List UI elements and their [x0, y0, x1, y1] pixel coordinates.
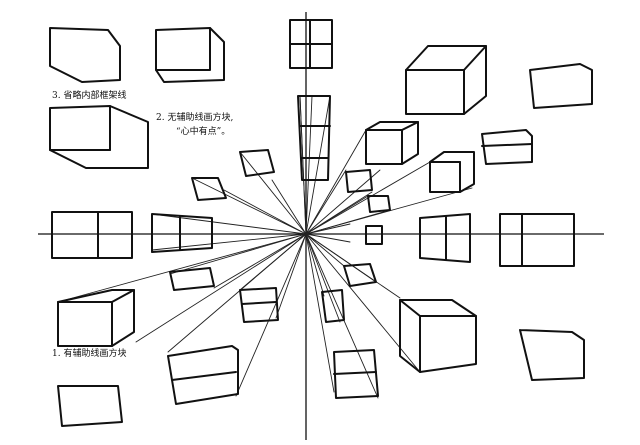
box-center-upper-left	[239, 149, 275, 177]
label-no-guides: 2. 无辅助线画方块,	[156, 113, 234, 123]
box-center-lower-small	[239, 287, 279, 323]
box-far-right-bottom	[519, 329, 585, 381]
box-right-diagonal	[429, 151, 475, 193]
box-far-right-horizon	[499, 213, 575, 267]
box-lower-right-large	[399, 299, 477, 373]
vanishing-guide-lines	[57, 95, 473, 399]
box-center-right-small	[345, 169, 391, 213]
box-lower-center-left	[169, 267, 215, 291]
label-no-guides-quote: “心中有点”。	[176, 127, 231, 137]
label-omit-frame: 3. 省略内部框架线	[52, 91, 127, 101]
box-center-left-small	[191, 177, 227, 201]
box-omit-frame-1	[49, 27, 121, 83]
box-top-center-guided	[297, 95, 331, 181]
box-omit-frame-3	[49, 105, 149, 169]
box-bottom-left	[57, 385, 123, 427]
box-left-horizon	[51, 211, 133, 259]
box-left-horizon-guided	[151, 213, 213, 253]
box-omit-frame-2	[155, 27, 225, 83]
box-right-horizon-near	[365, 225, 383, 245]
box-upper-right-guided	[365, 121, 419, 165]
box-right-mid-small	[481, 129, 533, 165]
box-top-center	[289, 19, 333, 69]
box-upper-right-large	[405, 45, 487, 115]
box-right-horizon-guided	[419, 213, 471, 263]
label-with-guides: 1. 有辅助线画方块	[52, 349, 127, 359]
box-lower-center-column	[321, 289, 379, 399]
box-lower-left-guided	[57, 289, 135, 347]
box-lower-right-small	[343, 263, 377, 287]
box-lower-left-large	[167, 345, 239, 405]
box-far-right-top	[529, 63, 593, 109]
